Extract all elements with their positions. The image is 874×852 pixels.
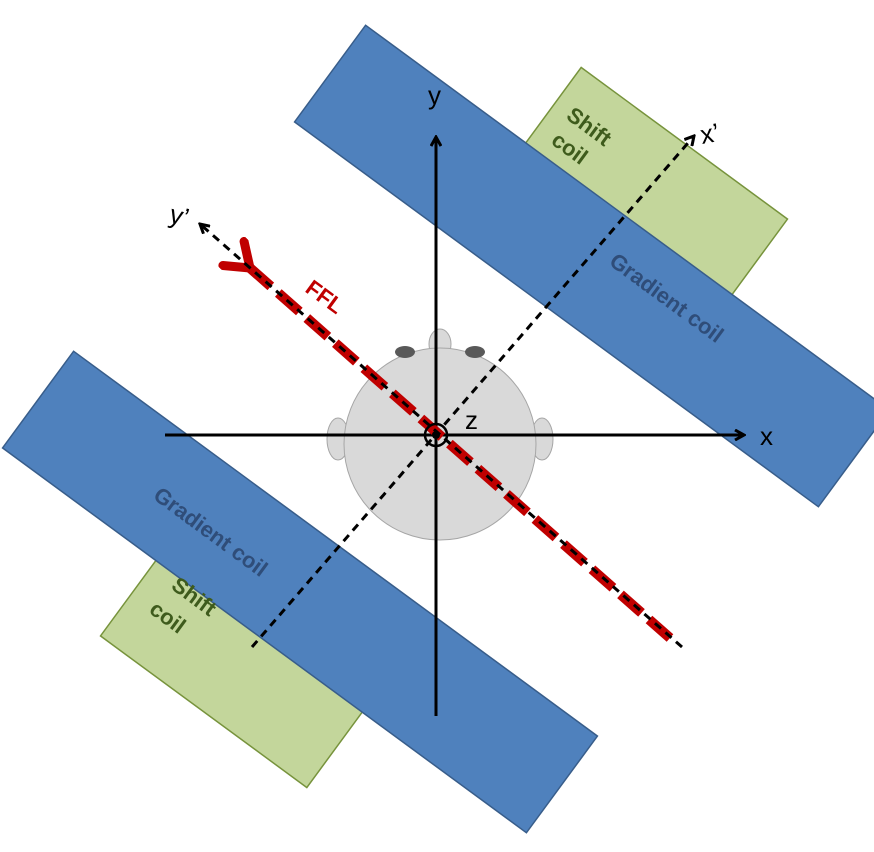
x-prime-axis <box>250 136 694 648</box>
y-prime-axis-label: y’ <box>166 199 192 233</box>
x-prime-axis-label: x’ <box>698 117 722 150</box>
sensor-right <box>465 346 485 358</box>
z-axis-symbol <box>423 422 449 448</box>
y-prime-axis <box>200 224 683 649</box>
y-axis-label: y <box>428 80 441 110</box>
gradient-coil-upper <box>293 24 874 508</box>
x-axis-label: x <box>760 421 773 451</box>
z-axis-label: z <box>465 405 478 435</box>
ffl-label: FFL <box>301 275 348 319</box>
sensor-left <box>395 346 415 358</box>
